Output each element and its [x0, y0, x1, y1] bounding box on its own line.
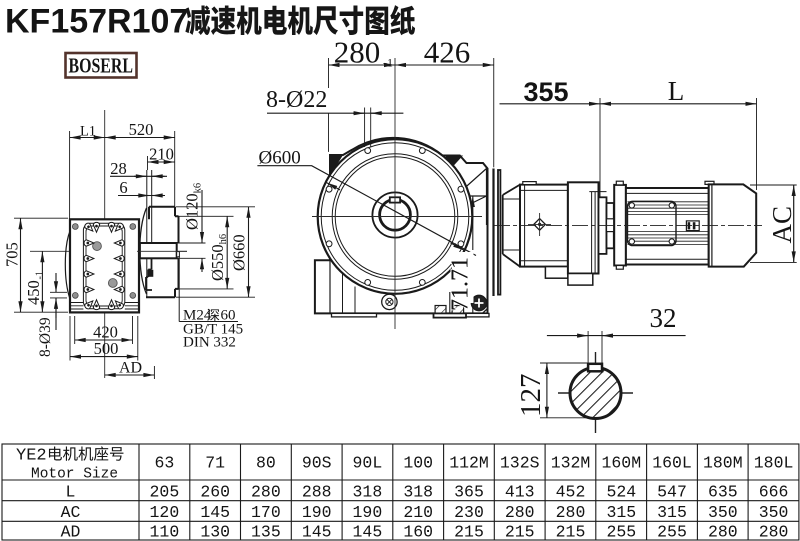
- svg-text:Ø550h6: Ø550h6: [208, 234, 229, 281]
- svg-text:450: 450: [24, 280, 43, 305]
- svg-text:350: 350: [708, 503, 738, 522]
- svg-text:L1: L1: [80, 124, 96, 140]
- svg-text:135: 135: [251, 523, 281, 541]
- svg-text:63: 63: [154, 454, 174, 473]
- svg-text:215: 215: [505, 523, 535, 541]
- svg-text:426: 426: [424, 35, 471, 70]
- svg-text:315: 315: [657, 503, 687, 522]
- svg-text:71.71: 71.71: [448, 257, 474, 311]
- svg-text:6: 6: [119, 178, 127, 197]
- svg-text:GB/T 145: GB/T 145: [183, 322, 243, 338]
- svg-text:635: 635: [708, 482, 738, 501]
- svg-text:L: L: [668, 76, 685, 106]
- svg-text:205: 205: [150, 482, 180, 501]
- svg-text:130: 130: [200, 523, 230, 541]
- svg-text:60: 60: [221, 308, 236, 324]
- svg-text:32: 32: [650, 303, 677, 333]
- svg-text:Ø600: Ø600: [259, 148, 301, 169]
- svg-text:DIN 332: DIN 332: [183, 335, 236, 351]
- svg-text:KF157R107: KF157R107: [5, 2, 188, 40]
- svg-text:Ø660: Ø660: [230, 234, 249, 271]
- svg-text:365: 365: [454, 482, 484, 501]
- svg-text:120: 120: [150, 503, 180, 522]
- svg-text:215: 215: [556, 523, 586, 541]
- svg-text:520: 520: [129, 120, 154, 139]
- svg-text:100: 100: [403, 454, 433, 473]
- svg-text:666: 666: [759, 482, 789, 501]
- svg-text:190: 190: [302, 503, 332, 522]
- svg-text:355: 355: [523, 77, 568, 107]
- svg-text:160L: 160L: [652, 454, 692, 473]
- svg-text:280: 280: [556, 503, 586, 522]
- svg-text:170: 170: [251, 503, 281, 522]
- svg-text:-1: -1: [383, 56, 393, 70]
- svg-text:210: 210: [403, 503, 433, 522]
- svg-text:132M: 132M: [551, 454, 591, 473]
- svg-text:Motor Size: Motor Size: [31, 467, 118, 483]
- svg-text:190: 190: [353, 503, 383, 522]
- svg-text:AC: AC: [61, 503, 81, 522]
- svg-text:28: 28: [110, 159, 127, 178]
- svg-text:145: 145: [353, 523, 383, 541]
- svg-text:500: 500: [94, 339, 119, 358]
- svg-text:255: 255: [657, 523, 687, 541]
- svg-text:524: 524: [606, 482, 636, 501]
- svg-text:705: 705: [3, 242, 22, 267]
- svg-text:350: 350: [759, 503, 789, 522]
- svg-text:8-Ø39: 8-Ø39: [37, 317, 54, 357]
- svg-text:280: 280: [334, 35, 381, 70]
- svg-text:318: 318: [403, 482, 433, 501]
- svg-text:255: 255: [606, 523, 636, 541]
- svg-text:547: 547: [657, 482, 687, 501]
- svg-text:90L: 90L: [353, 454, 383, 473]
- svg-text:90S: 90S: [302, 454, 332, 473]
- svg-text:BOSERL: BOSERL: [69, 54, 134, 78]
- svg-text:215: 215: [454, 523, 484, 541]
- svg-text:M24: M24: [183, 308, 212, 324]
- svg-text:318: 318: [353, 482, 383, 501]
- svg-text:160M: 160M: [601, 454, 641, 473]
- svg-text:280: 280: [251, 482, 281, 501]
- svg-text:110: 110: [150, 523, 180, 541]
- svg-text:230: 230: [454, 503, 484, 522]
- svg-text:127: 127: [515, 374, 547, 418]
- svg-text:132S: 132S: [500, 454, 540, 473]
- svg-text:145: 145: [302, 523, 332, 541]
- svg-text:452: 452: [556, 482, 586, 501]
- svg-text:112M: 112M: [449, 454, 489, 473]
- svg-text:8-Ø22: 8-Ø22: [266, 87, 327, 113]
- svg-text:71.71: 71.71: [448, 257, 474, 311]
- svg-text:280: 280: [505, 503, 535, 522]
- svg-text:260: 260: [200, 482, 230, 501]
- svg-text:AC: AC: [767, 206, 797, 244]
- svg-text:180M: 180M: [703, 454, 743, 473]
- svg-text:-1: -1: [35, 271, 46, 279]
- svg-text:71: 71: [205, 454, 225, 473]
- svg-text:288: 288: [302, 482, 332, 501]
- svg-text:YE2: YE2: [16, 447, 47, 466]
- svg-text:420: 420: [93, 323, 118, 342]
- svg-text:AD: AD: [61, 523, 81, 541]
- svg-text:413: 413: [505, 482, 535, 501]
- svg-text:145: 145: [200, 503, 230, 522]
- svg-text:315: 315: [606, 503, 636, 522]
- svg-text:AD: AD: [119, 360, 142, 377]
- svg-text:80: 80: [256, 454, 276, 473]
- svg-text:160: 160: [403, 523, 433, 541]
- svg-text:280: 280: [759, 523, 789, 541]
- svg-text:L: L: [66, 482, 76, 501]
- svg-text:210: 210: [149, 145, 174, 164]
- svg-text:280: 280: [708, 523, 738, 541]
- svg-text:180L: 180L: [754, 454, 794, 473]
